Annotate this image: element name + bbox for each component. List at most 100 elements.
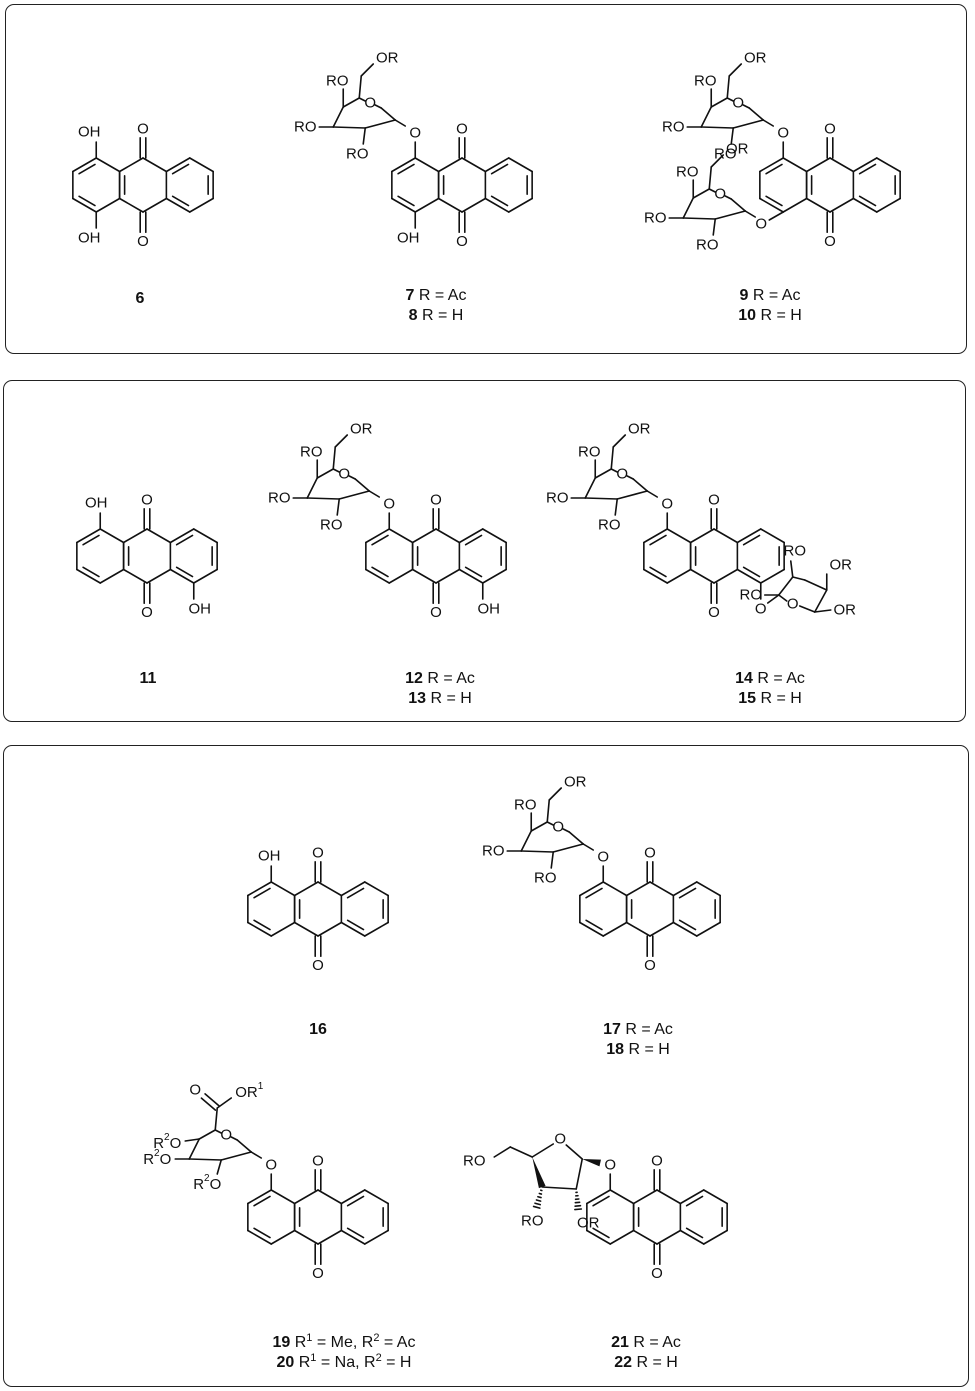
bond bbox=[713, 568, 739, 584]
bond bbox=[702, 1229, 728, 1245]
bond bbox=[368, 490, 381, 498]
atom-label: O bbox=[141, 491, 153, 508]
bond bbox=[95, 197, 121, 213]
bond bbox=[293, 1189, 319, 1205]
bond bbox=[612, 434, 627, 448]
bond bbox=[317, 1229, 343, 1245]
bond bbox=[220, 1151, 253, 1161]
atom-label: O bbox=[787, 596, 799, 613]
bond bbox=[507, 197, 533, 213]
atom-label: RO bbox=[326, 73, 349, 90]
atom-label: O bbox=[312, 1265, 324, 1282]
bond bbox=[336, 498, 341, 516]
bond bbox=[490, 195, 509, 207]
compound-number-line: 12 R = Ac bbox=[405, 670, 475, 687]
atom-label: OR bbox=[376, 50, 399, 67]
bond bbox=[391, 157, 417, 173]
atom-label: RO bbox=[662, 119, 685, 136]
bond bbox=[736, 568, 762, 584]
bond bbox=[122, 528, 148, 544]
bond bbox=[610, 468, 619, 473]
bond bbox=[625, 881, 651, 897]
bond bbox=[803, 579, 828, 591]
compound-number-line: 14 R = Ac bbox=[735, 670, 805, 687]
bond bbox=[216, 1097, 233, 1109]
atom-label: OR bbox=[834, 602, 857, 619]
bond bbox=[358, 75, 363, 99]
bond bbox=[568, 831, 585, 845]
atom-label: O bbox=[141, 604, 153, 621]
atom-label: O bbox=[777, 125, 789, 142]
panel-2 bbox=[3, 380, 966, 722]
bond bbox=[782, 197, 808, 213]
atom-label: OH bbox=[85, 495, 108, 512]
bond bbox=[340, 1229, 366, 1245]
bond bbox=[616, 490, 649, 500]
atom-label: O bbox=[732, 95, 744, 112]
label-compound-7: 7 R = Ac8 R = H bbox=[406, 287, 467, 324]
bond bbox=[371, 534, 389, 546]
bond bbox=[122, 568, 148, 584]
bond bbox=[411, 528, 437, 544]
bond bbox=[672, 921, 698, 937]
bond bbox=[458, 528, 484, 544]
bond bbox=[253, 919, 271, 931]
bond bbox=[175, 534, 194, 546]
bond bbox=[730, 127, 735, 145]
bond bbox=[118, 197, 144, 213]
compound-number-line: 13 R = H bbox=[408, 690, 472, 707]
bond bbox=[682, 217, 717, 220]
atom-label: O bbox=[554, 1131, 566, 1148]
atom-label: OR bbox=[577, 1215, 600, 1232]
panel-1 bbox=[5, 4, 967, 354]
bond bbox=[585, 887, 603, 899]
bond bbox=[530, 821, 549, 832]
bond bbox=[768, 211, 785, 221]
compound-number-line: 9 R = Ac bbox=[740, 287, 801, 304]
bond bbox=[852, 197, 878, 213]
bond bbox=[875, 157, 901, 173]
bond bbox=[759, 568, 785, 584]
bond bbox=[365, 568, 391, 584]
bond bbox=[346, 1195, 365, 1207]
atom-label: RO bbox=[598, 517, 621, 534]
bond bbox=[270, 881, 296, 897]
bond bbox=[625, 921, 651, 937]
bond bbox=[146, 568, 172, 584]
bond bbox=[481, 568, 507, 584]
bond bbox=[340, 1189, 366, 1205]
bond bbox=[247, 1189, 273, 1205]
bond bbox=[142, 197, 168, 213]
label-compound-11: 11 bbox=[140, 670, 157, 687]
bond bbox=[579, 921, 605, 937]
bond bbox=[602, 881, 628, 897]
bond bbox=[726, 75, 731, 99]
bond bbox=[391, 197, 417, 213]
bond bbox=[458, 568, 484, 584]
bond bbox=[726, 97, 735, 102]
bond bbox=[728, 63, 743, 77]
atom-label: OR bbox=[726, 141, 749, 158]
atom-label: OH bbox=[478, 601, 501, 618]
bond bbox=[435, 568, 461, 584]
bond bbox=[586, 1229, 612, 1245]
bond bbox=[214, 1129, 223, 1134]
atom-label: O bbox=[824, 120, 836, 137]
bond bbox=[99, 568, 125, 584]
bond bbox=[188, 1138, 201, 1160]
bond bbox=[766, 594, 780, 604]
bond bbox=[388, 568, 414, 584]
bond bbox=[509, 1146, 534, 1158]
bond bbox=[253, 887, 271, 899]
bond bbox=[332, 106, 345, 128]
bond bbox=[214, 1107, 219, 1131]
atom-label: OR bbox=[744, 50, 767, 67]
bond bbox=[171, 163, 190, 175]
bond bbox=[649, 566, 667, 578]
bond bbox=[216, 1159, 223, 1175]
atom-label: R2O bbox=[143, 1148, 171, 1168]
bond bbox=[394, 119, 407, 127]
bond bbox=[332, 446, 337, 470]
